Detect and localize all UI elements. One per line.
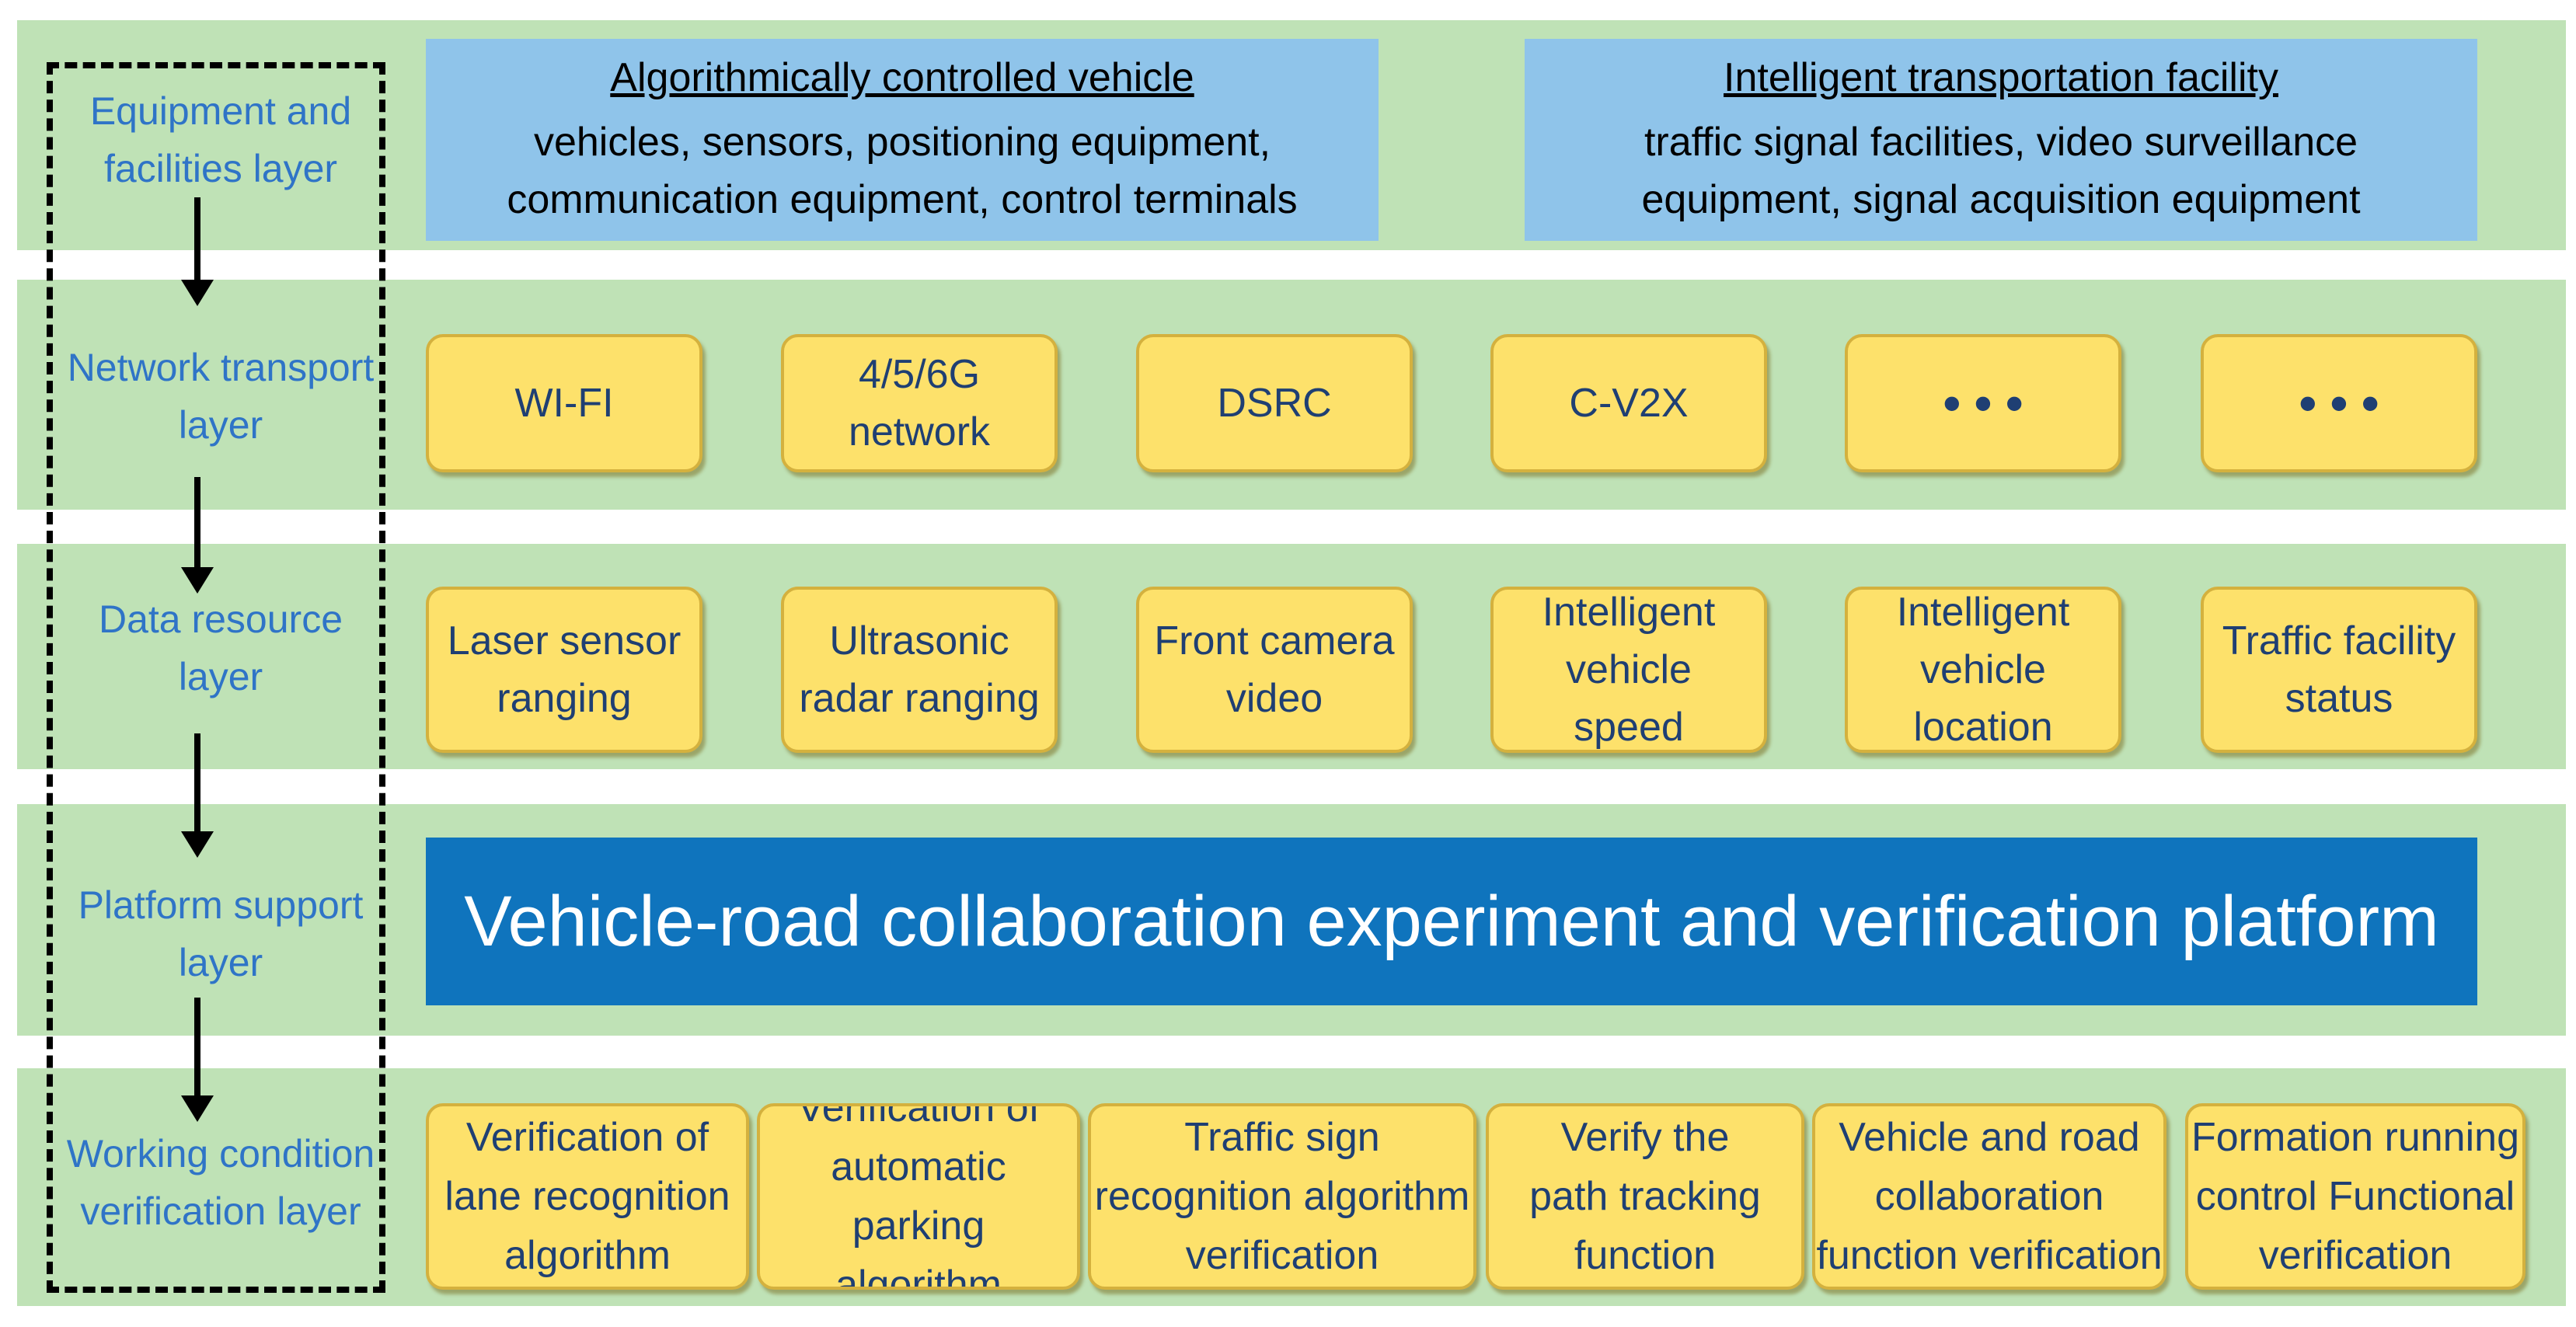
data-item-laser: Laser sensor ranging <box>426 587 702 753</box>
layer-label-platform: Platform support layer <box>78 883 364 984</box>
data-item-traffic: Traffic facility status <box>2201 587 2477 753</box>
data-item-location: Intelligent vehicle location <box>1845 587 2121 753</box>
verification-item-lane: Verification of lane recognition algorit… <box>426 1103 749 1290</box>
equipment-body: vehicles, sensors, positioning equipment… <box>507 120 1298 222</box>
equipment-title: Intelligent transportation facility <box>1724 55 2278 100</box>
network-item-cellular: 4/5/6G network <box>781 334 1058 472</box>
network-item-wifi: WI-FI <box>426 334 702 472</box>
verification-item-sign: Traffic sign recognition algorithm verif… <box>1088 1103 1476 1290</box>
layer-label-network: Network transport layer <box>67 346 375 447</box>
equipment-box-facility: Intelligent transportation facility traf… <box>1525 39 2477 241</box>
equipment-title: Algorithmically controlled vehicle <box>610 55 1194 100</box>
down-arrow-icon <box>181 998 214 1122</box>
down-arrow-icon <box>181 477 214 594</box>
layer-labels-frame <box>47 62 385 1293</box>
verification-item-path: Verify the path tracking function <box>1486 1103 1804 1290</box>
verification-item-formation: Formation running control Functional ver… <box>2185 1103 2525 1290</box>
network-item-cv2x: C-V2X <box>1490 334 1767 472</box>
network-item-more: • • • <box>2201 334 2477 472</box>
platform-banner: Vehicle-road collaboration experiment an… <box>426 838 2477 1005</box>
layer-label-verification: Working condition verification layer <box>66 1132 375 1233</box>
data-item-speed: Intelligent vehicle speed <box>1490 587 1767 753</box>
data-item-ultrasonic: Ultrasonic radar ranging <box>781 587 1058 753</box>
equipment-box-vehicle: Algorithmically controlled vehicle vehic… <box>426 39 1379 241</box>
data-item-camera: Front camera video <box>1136 587 1413 753</box>
verification-item-collab: Vehicle and road collaboration function … <box>1812 1103 2166 1290</box>
verification-item-parking: Verification of automatic parking algori… <box>757 1103 1080 1290</box>
network-item-dsrc: DSRC <box>1136 334 1413 472</box>
layer-label-equipment: Equipment and facilities layer <box>89 89 352 190</box>
equipment-body: traffic signal facilities, video surveil… <box>1641 120 2361 222</box>
down-arrow-icon <box>181 733 214 858</box>
network-item-more: • • • <box>1845 334 2121 472</box>
down-arrow-icon <box>181 197 214 306</box>
layer-label-data: Data resource layer <box>98 597 343 698</box>
